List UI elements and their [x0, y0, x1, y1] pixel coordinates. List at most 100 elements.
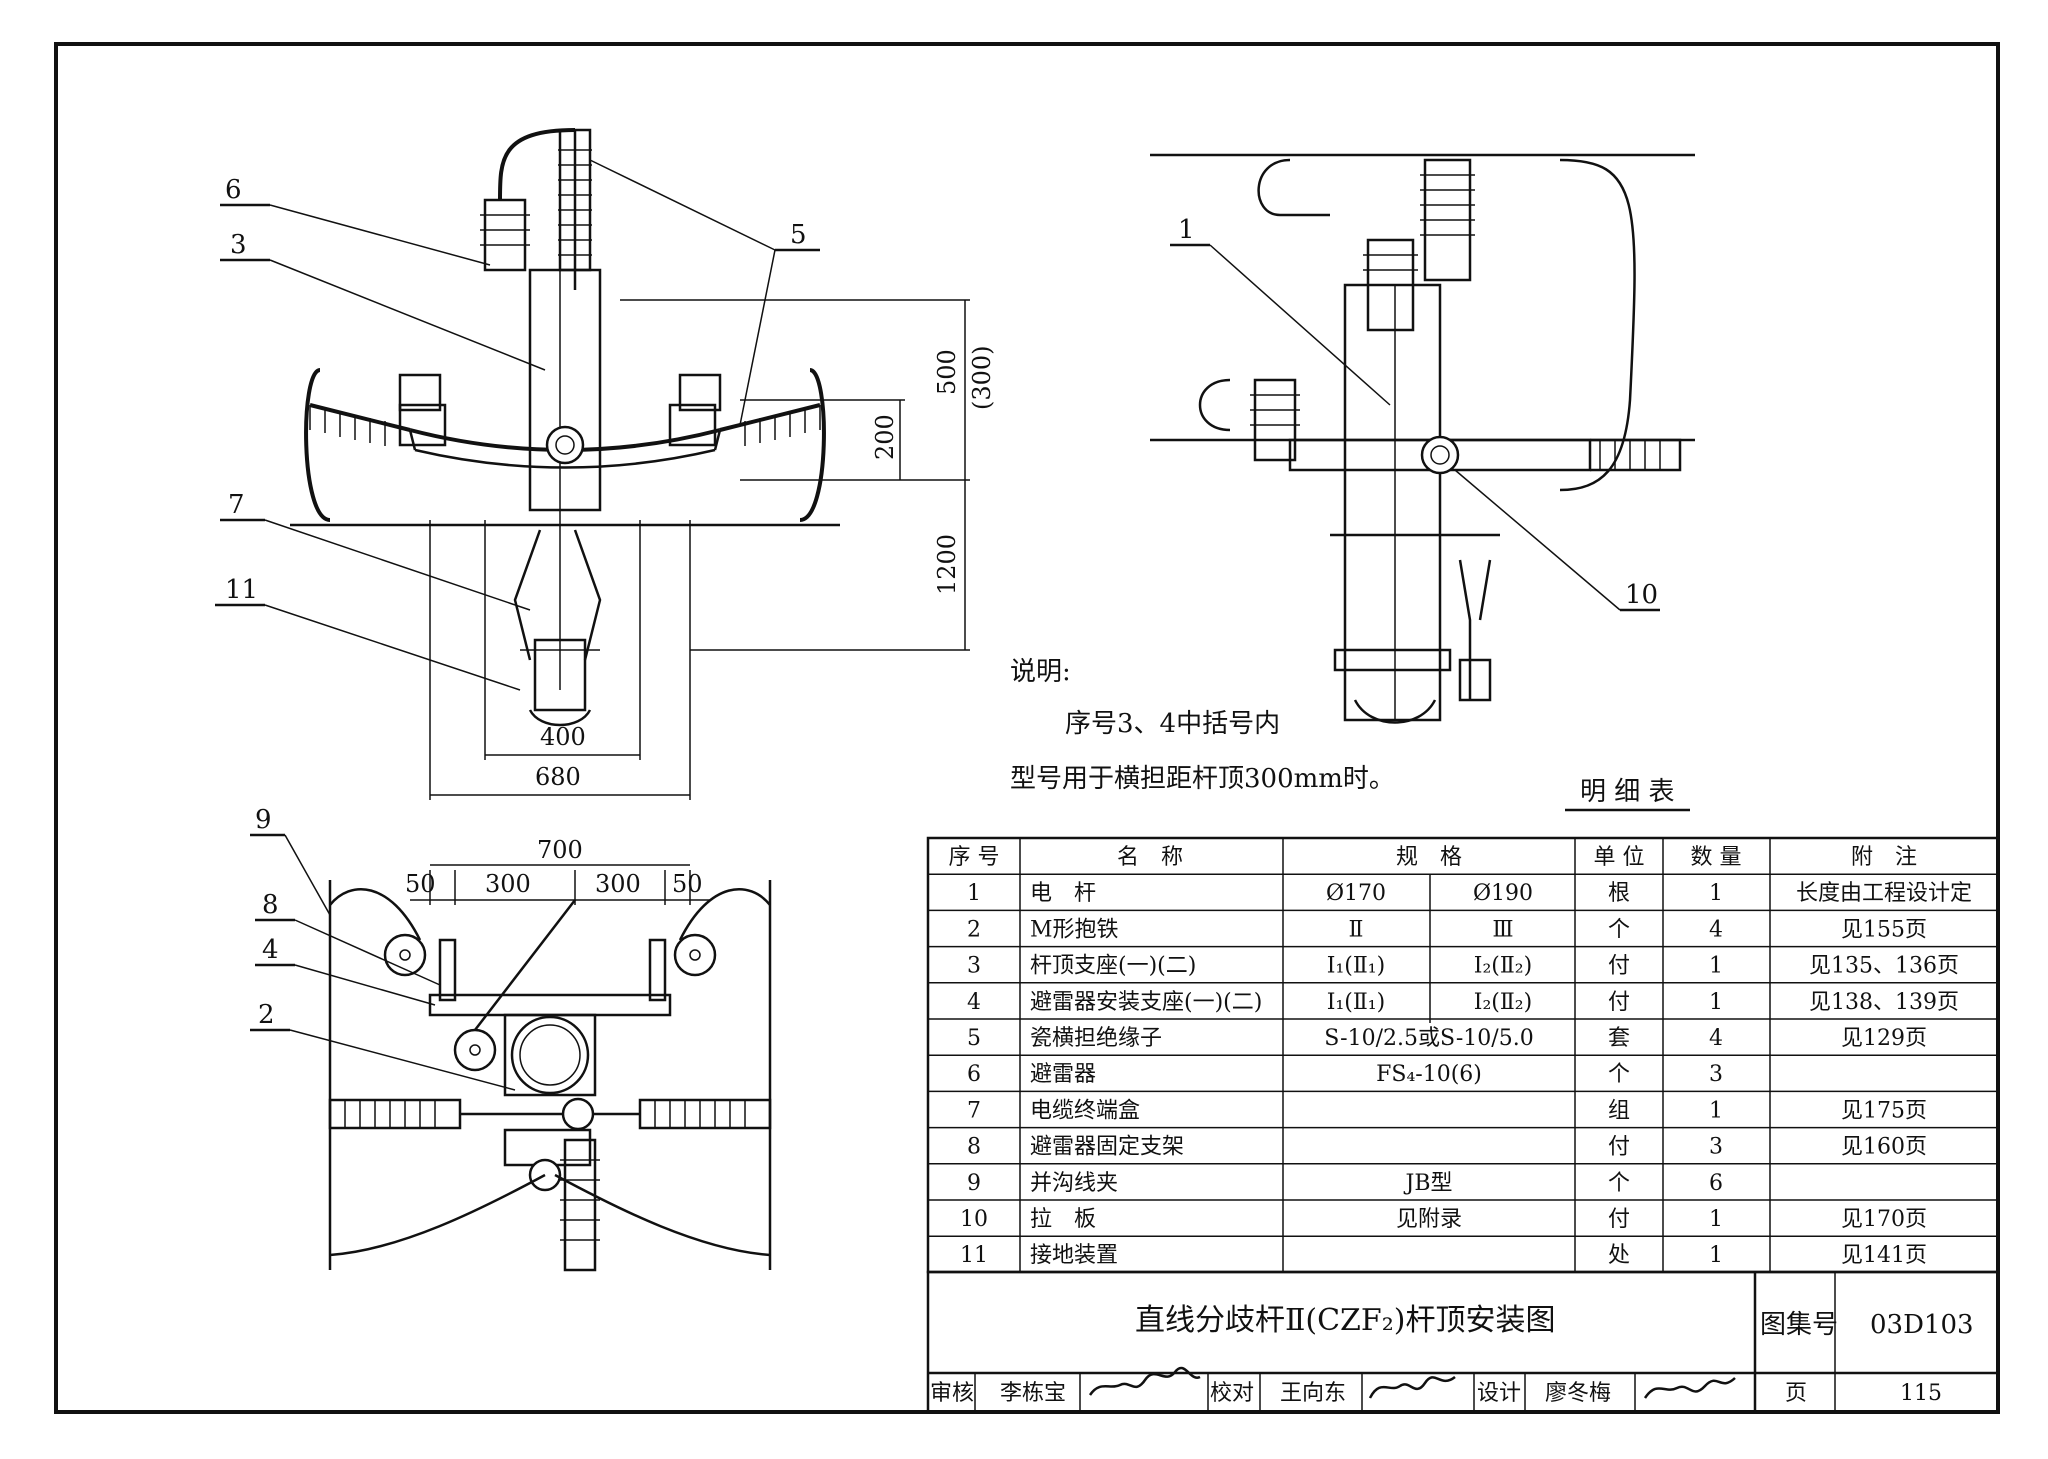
- table-cell-unit: 付: [1608, 1135, 1630, 1160]
- designer-name: 廖冬梅: [1545, 1381, 1611, 1406]
- table-cell-note: 见160页: [1841, 1135, 1927, 1160]
- table-cell-spec: Ø190: [1473, 881, 1533, 906]
- dim-300-paren: (300): [968, 345, 996, 410]
- callout-6: 6: [225, 175, 242, 205]
- designer-signature: [1643, 1377, 1736, 1399]
- callout-9: 9: [255, 805, 272, 835]
- dim-50-right: 50: [672, 870, 703, 898]
- table-cell-no: 2: [967, 917, 981, 942]
- dim-400: 400: [540, 723, 586, 751]
- table-header-cell: 单 位: [1594, 845, 1645, 870]
- notes-line2: 型号用于横担距杆顶300mm时。: [1010, 764, 1395, 794]
- dim-1200: 1200: [933, 534, 961, 595]
- table-cell-spec: 见附录: [1396, 1207, 1462, 1232]
- page-label: 页: [1785, 1381, 1807, 1406]
- table-cell-spec: JB型: [1404, 1171, 1453, 1196]
- table-cell-qty: 1: [1709, 1207, 1723, 1232]
- table-cell-qty: 3: [1709, 1135, 1723, 1160]
- table-cell-name: 电 杆: [1030, 881, 1096, 906]
- table-cell-name: 接地装置: [1030, 1243, 1118, 1268]
- sheet-border: [54, 42, 2000, 1414]
- table-cell-qty: 1: [1709, 1243, 1723, 1268]
- reviewer-signature: [1088, 1366, 1201, 1396]
- dim-680: 680: [535, 763, 581, 791]
- dim-50-left: 50: [405, 870, 436, 898]
- table-cell-qty: 3: [1709, 1062, 1723, 1087]
- table-cell-qty: 4: [1709, 1026, 1723, 1051]
- check-label: 校对: [1210, 1381, 1254, 1406]
- side-elevation-view: 1 10: [1150, 153, 1695, 724]
- table-cell-unit: 付: [1608, 990, 1630, 1015]
- table-cell-no: 4: [967, 990, 981, 1015]
- table-cell-no: 9: [967, 1171, 981, 1196]
- table-cell-note: 见155页: [1841, 917, 1927, 942]
- table-cell-unit: 个: [1608, 1171, 1630, 1196]
- table-header-cell: 序 号: [949, 845, 1000, 870]
- table-cell-name: 电缆终端盒: [1030, 1098, 1140, 1123]
- plan-view: 700 50 300 300 50: [250, 805, 772, 1272]
- dim-700: 700: [537, 836, 583, 864]
- table-cell-spec: Ø170: [1326, 881, 1386, 906]
- table-cell-unit: 个: [1608, 917, 1630, 942]
- atlas-label: 图集号: [1760, 1310, 1838, 1340]
- callout-11: 11: [225, 575, 258, 605]
- table-cell-no: 3: [967, 954, 981, 979]
- design-label: 设计: [1477, 1381, 1521, 1406]
- atlas-number: 03D103: [1870, 1310, 1974, 1340]
- table-caption: 明 细 表: [1580, 777, 1675, 807]
- table-cell-note: 见175页: [1841, 1098, 1927, 1123]
- table-cell-no: 11: [960, 1243, 988, 1268]
- callout-5: 5: [790, 220, 807, 250]
- table-cell-unit: 处: [1608, 1243, 1630, 1268]
- dim-300-left: 300: [485, 870, 531, 898]
- notes-line1: 序号3、4中括号内: [1065, 709, 1280, 739]
- dim-200: 200: [871, 414, 899, 460]
- table-cell-no: 5: [967, 1026, 981, 1051]
- dim-300-right: 300: [595, 870, 641, 898]
- table-cell-unit: 组: [1608, 1098, 1630, 1123]
- table-cell-name: 并沟线夹: [1030, 1171, 1118, 1196]
- review-label: 审核: [930, 1381, 974, 1406]
- table-header-cell: 名 称: [1117, 845, 1183, 870]
- table-cell-qty: 1: [1709, 881, 1723, 906]
- callout-8: 8: [262, 890, 279, 920]
- table-cell-unit: 个: [1608, 1062, 1630, 1087]
- callout-10: 10: [1625, 580, 1658, 610]
- table-cell-spec: I₁(Ⅱ₁): [1327, 990, 1385, 1015]
- table-cell-unit: 付: [1608, 1207, 1630, 1232]
- table-cell-unit: 套: [1608, 1026, 1630, 1051]
- table-cell-note: 见138、139页: [1809, 990, 1959, 1015]
- table-cell-name: 瓷横担绝缘子: [1030, 1026, 1162, 1051]
- table-cell-spec: S-10/2.5或S-10/5.0: [1324, 1026, 1533, 1051]
- table-cell-note: 见170页: [1841, 1207, 1927, 1232]
- table-cell-spec: Ⅱ: [1349, 917, 1364, 942]
- page-number: 115: [1900, 1381, 1942, 1406]
- table-cell-name: 避雷器: [1030, 1062, 1096, 1087]
- table-cell-no: 10: [960, 1207, 988, 1232]
- table-header-cell: 规 格: [1396, 845, 1462, 870]
- callout-1: 1: [1178, 215, 1195, 245]
- checker-signature: [1368, 1375, 1456, 1399]
- table-header-cell: 附 注: [1851, 845, 1917, 870]
- table-cell-note: 见135、136页: [1809, 954, 1959, 979]
- table-cell-qty: 1: [1709, 954, 1723, 979]
- table-cell-unit: 付: [1608, 954, 1630, 979]
- table-cell-name: 避雷器安装支座(一)(二): [1030, 990, 1262, 1015]
- table-cell-name: 杆顶支座(一)(二): [1030, 954, 1196, 979]
- callout-7: 7: [228, 490, 245, 520]
- dim-500: 500: [933, 349, 961, 395]
- notes-block: 说明: 序号3、4中括号内 型号用于横担距杆顶300mm时。: [1010, 657, 1395, 794]
- table-cell-spec: FS₄-10(6): [1376, 1062, 1482, 1087]
- callout-3: 3: [230, 230, 247, 260]
- table-cell-no: 6: [967, 1062, 981, 1087]
- table-cell-qty: 4: [1709, 917, 1723, 942]
- table-cell-qty: 1: [1709, 990, 1723, 1015]
- table-cell-no: 1: [967, 881, 981, 906]
- table-cell-qty: 1: [1709, 1098, 1723, 1123]
- table-cell-spec: I₂(Ⅱ₂): [1474, 954, 1532, 979]
- table-cell-no: 8: [967, 1135, 981, 1160]
- reviewer-name: 李栋宝: [1000, 1381, 1066, 1406]
